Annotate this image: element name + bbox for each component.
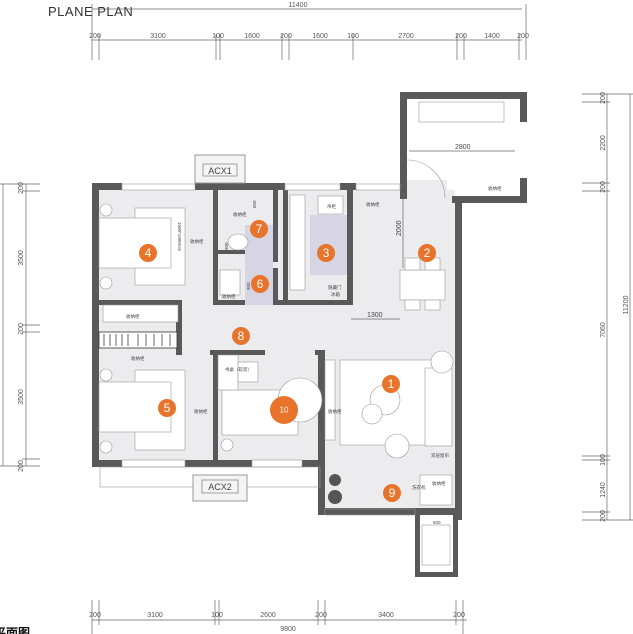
- room-marker-10: 10: [270, 396, 298, 424]
- dim-label: 600: [433, 520, 441, 525]
- storage-label: 收纳柜: [126, 313, 140, 320]
- room-marker-3: 3: [317, 244, 335, 262]
- dim-label: 2700: [398, 33, 414, 40]
- fridge-label: 冰箱: [331, 291, 340, 298]
- furniture-labels: 收纳柜 收纳柜 收纳柜 收纳柜 收纳柜 收纳柜 收纳柜 收纳柜 收纳柜 收纳柜 …: [126, 185, 502, 491]
- dim-label: 100: [347, 33, 359, 40]
- dim-label: 2800: [455, 144, 471, 151]
- dim-label: 3100: [147, 612, 163, 619]
- room-marker-7: 7: [250, 220, 268, 238]
- dim-label: 200: [89, 33, 101, 40]
- room-number: 7: [256, 222, 263, 236]
- dim-label: 3400: [378, 612, 394, 619]
- dim-label: 200: [18, 460, 25, 472]
- bed: [98, 217, 172, 269]
- corner-caption: 平面图: [0, 626, 30, 634]
- dim-label: 200: [455, 33, 467, 40]
- dim-label: 200: [453, 612, 465, 619]
- top-dimensions: 11400 200 3100 100 1600 200 1600 100 270…: [89, 2, 529, 60]
- dim-label: 900: [224, 242, 229, 250]
- right-dimensions: 200 2200 200 7060 100 1240 200 11200: [582, 92, 633, 522]
- dim-label: 2200: [600, 135, 607, 151]
- washer-label: 洗衣机: [412, 484, 426, 491]
- room-number: 2: [424, 246, 431, 260]
- dim-label: 200: [517, 33, 529, 40]
- dim-label: 100: [211, 612, 223, 619]
- dim-label: 3500: [18, 250, 25, 266]
- inner-dimensions: 2800 2000 1300 850 900 950 600: [224, 144, 515, 525]
- fridge-label: 隐藏门: [328, 284, 342, 291]
- dim-label: 850: [252, 200, 257, 208]
- room-number: 1: [388, 377, 395, 391]
- dim-label: 3100: [150, 33, 166, 40]
- dim-label: 1400: [484, 33, 500, 40]
- ac-unit-label: ACX2: [208, 482, 232, 492]
- dim-label: 200: [600, 92, 607, 104]
- ac-unit-2: ACX2: [192, 474, 248, 502]
- dim-label: 200: [315, 612, 327, 619]
- dim-label: 1300: [367, 312, 383, 319]
- dim-label: 2000: [396, 220, 403, 236]
- room-markers: 1 2 3 4 5 6 7 8 9 10: [139, 220, 436, 502]
- dim-label: 200: [600, 181, 607, 193]
- room-marker-8: 8: [232, 327, 250, 345]
- room-number: 10: [280, 406, 289, 415]
- left-dimensions: 200 3500 200 3500 200: [0, 182, 40, 472]
- storage-label: 收纳柜: [432, 480, 446, 487]
- storage-label: 收纳柜: [233, 211, 247, 218]
- storage-label: 收纳柜: [328, 408, 342, 415]
- dim-label: 200: [280, 33, 292, 40]
- dim-label: 200: [89, 612, 101, 619]
- room-marker-6: 6: [251, 275, 269, 293]
- dim-label: 100: [600, 454, 607, 466]
- room-number: 3: [323, 246, 330, 260]
- storage-label: 收纳柜: [194, 408, 208, 415]
- room-marker-4: 4: [139, 244, 157, 262]
- ac-unit-label: ACX1: [208, 166, 232, 176]
- dim-bottom-total: 9800: [280, 626, 296, 633]
- dim-label: 1600: [312, 33, 328, 40]
- room-number: 9: [389, 486, 396, 500]
- dim-label: 200: [18, 323, 25, 335]
- ac-unit-1: ACX1: [194, 154, 246, 184]
- storage-label: 收纳柜: [488, 185, 502, 192]
- dim-label: 200: [600, 510, 607, 522]
- storage-label: 收纳柜: [190, 238, 204, 245]
- dim-label: 200: [18, 182, 25, 194]
- bottom-dimensions: 200 3100 100 2600 200 3400 200 9800: [89, 600, 467, 634]
- walls: [92, 92, 527, 577]
- room-number: 5: [164, 401, 171, 415]
- dim-label: 1600: [244, 33, 260, 40]
- room-number: 4: [145, 246, 152, 260]
- dim-label: 7060: [600, 322, 607, 338]
- room-marker-5: 5: [158, 399, 176, 417]
- cabinet-label: 吊柜: [327, 203, 336, 210]
- dim-top-total: 11400: [289, 2, 308, 9]
- dim-label: 3500: [18, 389, 25, 405]
- room-marker-9: 9: [383, 484, 401, 502]
- dim-label: 2600: [260, 612, 276, 619]
- dim-right-total: 11200: [623, 295, 630, 314]
- curtain-label: 双层窗帘: [431, 452, 449, 459]
- desk-label: 书桌（软装）: [225, 366, 252, 373]
- room-marker-1: 1: [382, 375, 400, 393]
- storage-label: 收纳柜: [222, 293, 236, 300]
- room-number: 8: [238, 329, 245, 343]
- dim-label: 950: [246, 282, 251, 290]
- storage-label: 收纳柜: [366, 201, 380, 208]
- dim-label: 100: [212, 33, 224, 40]
- bed-size-label: 1500*1900mm: [177, 222, 182, 252]
- room-marker-2: 2: [418, 244, 436, 262]
- storage-label: 收纳柜: [131, 355, 145, 362]
- plan-title: PLANE PLAN: [48, 4, 133, 19]
- room-number: 6: [257, 277, 264, 291]
- dim-label: 1240: [600, 482, 607, 498]
